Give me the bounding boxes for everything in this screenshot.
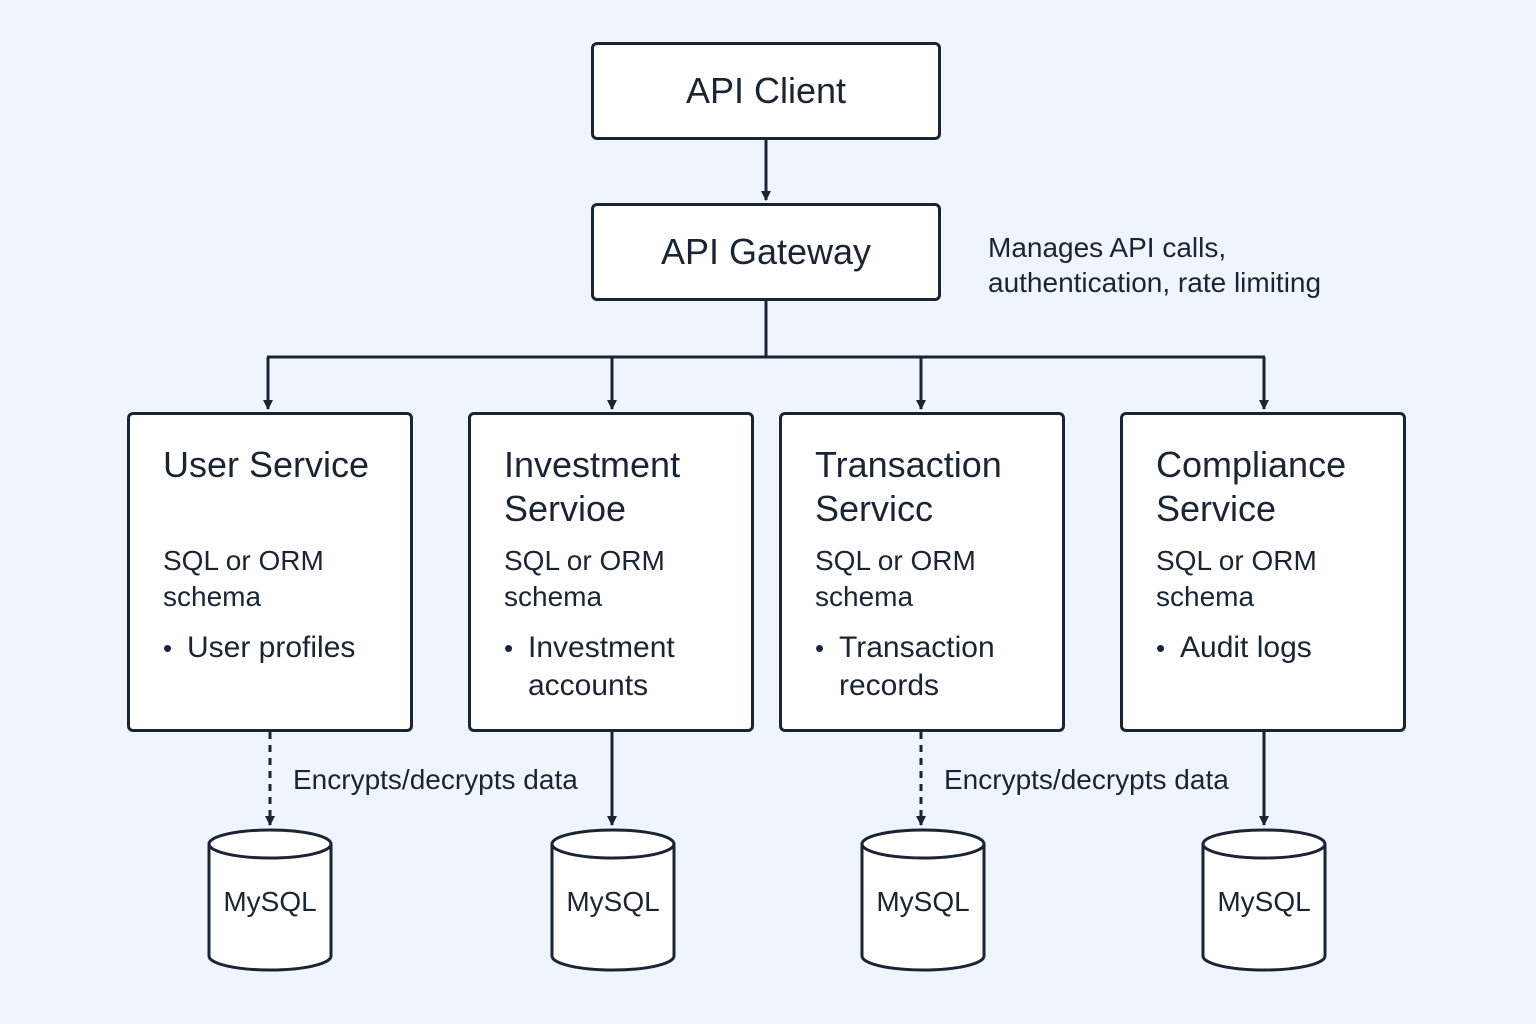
service-data-item: • Investment accounts — [504, 629, 675, 705]
database-label: MySQL — [566, 886, 660, 917]
service-schema: SQL or ORM schema — [1156, 543, 1317, 615]
database-cylinder-icon — [1201, 828, 1327, 972]
service-title-line: Service — [1156, 488, 1277, 529]
gateway-annotation: Manages API calls, authentication, rate … — [988, 230, 1321, 300]
service-item-line: Investment — [528, 631, 675, 664]
api-gateway-label: API Gateway — [660, 231, 872, 272]
service-schema-line: schema — [1156, 581, 1255, 612]
investment-service-box: Investment Servioe SQL or ORM schema • I… — [468, 412, 754, 732]
service-item-line: Audit logs — [1180, 631, 1312, 664]
service-title-line: Transaction — [815, 444, 1002, 485]
service-schema-line: SQL or ORM — [163, 545, 324, 576]
database-cylinder-icon — [207, 828, 333, 972]
mysql-database: MySQL — [207, 828, 333, 972]
service-schema-line: schema — [504, 581, 603, 612]
transaction-service-box: Transaction Servicc SQL or ORM schema • … — [779, 412, 1065, 732]
service-schema: SQL or ORM schema — [815, 543, 976, 615]
mysql-database: MySQL — [550, 828, 676, 972]
service-schema-line: SQL or ORM — [1156, 545, 1317, 576]
service-schema-line: schema — [163, 581, 262, 612]
service-data-item: • User profiles — [163, 629, 355, 667]
service-schema-line: SQL or ORM — [815, 545, 976, 576]
service-item-text: Audit logs — [1180, 629, 1312, 667]
database-cylinder-icon — [860, 828, 986, 972]
service-title-line: Investment — [504, 444, 681, 485]
service-title: User Service — [163, 443, 403, 487]
user-service-box: User Service SQL or ORM schema • User pr… — [127, 412, 413, 732]
mysql-database: MySQL — [860, 828, 986, 972]
service-title-line: Compliance — [1156, 444, 1347, 485]
bullet-glyph: • — [163, 633, 173, 663]
service-schema-line: schema — [815, 581, 914, 612]
compliance-service-box: Compliance Service SQL or ORM schema • A… — [1120, 412, 1406, 732]
service-schema-line: SQL or ORM — [504, 545, 665, 576]
service-title: Transaction Servicc — [815, 443, 1055, 531]
service-item-text: Investment accounts — [528, 629, 675, 705]
service-title-line: User Service — [163, 444, 370, 485]
encrypt-edge-label: Encrypts/decrypts data — [293, 764, 578, 795]
api-gateway-box: API Gateway — [591, 203, 941, 301]
database-label: MySQL — [1217, 886, 1311, 917]
service-schema: SQL or ORM schema — [504, 543, 665, 615]
bullet-glyph: • — [815, 633, 825, 663]
service-item-line: accounts — [528, 669, 649, 702]
mysql-database: MySQL — [1201, 828, 1327, 972]
gateway-annotation-line: Manages API calls, — [988, 232, 1227, 263]
bullet-glyph: • — [504, 633, 514, 663]
database-label: MySQL — [876, 886, 970, 917]
service-schema: SQL or ORM schema — [163, 543, 324, 615]
service-item-text: Transaction records — [839, 629, 995, 705]
encrypt-edge-label: Encrypts/decrypts data — [944, 764, 1229, 795]
bullet-glyph: • — [1156, 633, 1166, 663]
service-item-line: User profiles — [187, 631, 356, 664]
service-item-line: records — [839, 669, 940, 702]
service-item-line: Transaction — [839, 631, 995, 664]
api-client-label: API Client — [685, 70, 847, 111]
service-title-line: Servicc — [815, 488, 934, 529]
gateway-annotation-line: authentication, rate limiting — [988, 267, 1322, 298]
service-title-line: Servioe — [504, 488, 627, 529]
api-client-box: API Client — [591, 42, 941, 140]
service-item-text: User profiles — [187, 629, 355, 667]
service-data-item: • Transaction records — [815, 629, 995, 705]
service-title: Compliance Service — [1156, 443, 1396, 531]
service-data-item: • Audit logs — [1156, 629, 1312, 667]
database-cylinder-icon — [550, 828, 676, 972]
service-title: Investment Servioe — [504, 443, 744, 531]
database-label: MySQL — [223, 886, 317, 917]
